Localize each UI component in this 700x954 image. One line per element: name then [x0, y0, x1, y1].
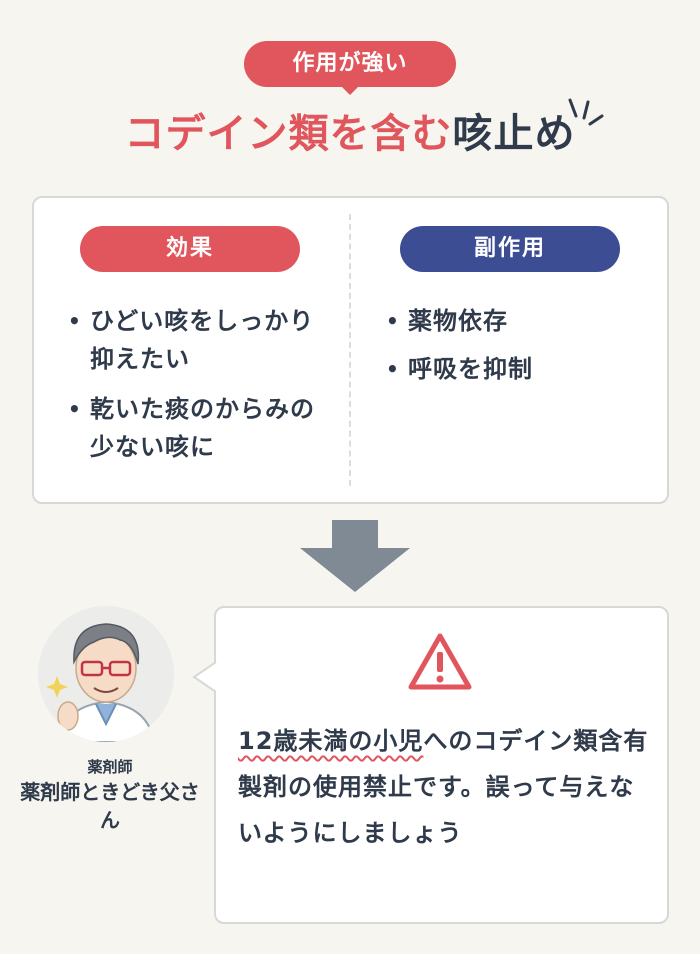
speaker-name: 薬剤師ときどき父さん — [20, 780, 200, 832]
speaker-role: 薬剤師 — [87, 758, 133, 776]
avatar — [38, 606, 174, 742]
side-effects-label: 副作用 — [400, 226, 620, 272]
effects-item: ひどい咳をしっかり抑えたい — [68, 302, 318, 378]
card-divider — [349, 214, 351, 486]
title-red-part: コデイン類を含む — [124, 111, 453, 157]
effects-label: 効果 — [80, 226, 300, 272]
warning-icon — [408, 633, 472, 690]
warning-message: 12歳未満の小児へのコデイン類含有製剤の使用禁止です。誤って与えないようにしまし… — [238, 718, 658, 856]
effects-item: 乾いた痰のからみの少ない咳に — [68, 390, 318, 466]
badge-pointer — [340, 85, 360, 95]
age-restriction-highlight: 12歳未満の小児 — [238, 727, 424, 755]
effects-list: ひどい咳をしっかり抑えたい 乾いた痰のからみの少ない咳に — [68, 302, 318, 478]
pharmacist-illustration — [38, 606, 174, 742]
emphasis-spark-icon — [568, 98, 604, 126]
down-arrow-icon — [300, 520, 410, 592]
speech-bubble-tail — [192, 661, 218, 693]
side-effects-item: 薬物依存 — [386, 302, 626, 340]
title-dark-part: 咳止め — [452, 111, 576, 157]
warning-text: へのコデイン類含有製剤の使用禁止です。誤って与えないようにしましょう — [238, 727, 649, 847]
side-effects-item: 呼吸を抑制 — [386, 350, 626, 388]
side-effects-list: 薬物依存 呼吸を抑制 — [386, 302, 626, 398]
strong-effect-badge: 作用が強い — [244, 41, 456, 87]
page-title: コデイン類を含む咳止め — [0, 104, 700, 164]
